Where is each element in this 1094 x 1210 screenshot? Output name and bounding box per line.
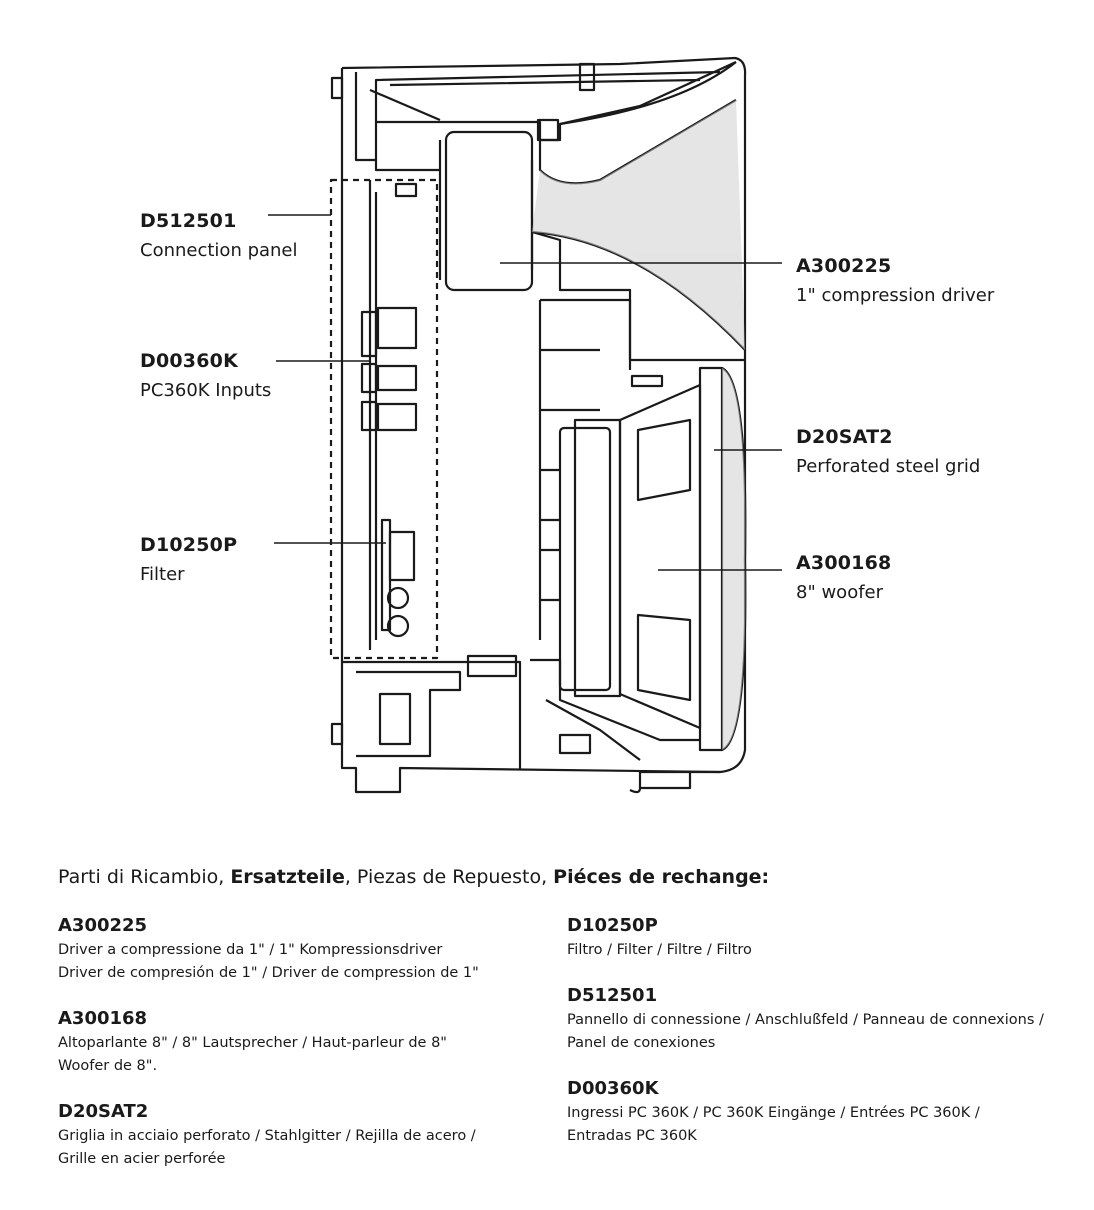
part-desc: Pannello di connessione / Anschlußfeld /…: [567, 1009, 1044, 1055]
callout-desc: Connection panel: [140, 239, 298, 261]
callout-code: D20SAT2: [796, 426, 893, 448]
part-a300168: A300168 Altoparlante 8" / 8" Lautspreche…: [58, 1008, 447, 1078]
cabinet-outline: [340, 56, 747, 794]
part-desc-line: Driver de compresión de 1" / Driver de c…: [58, 965, 479, 981]
callout-grid: D20SAT2 Perforated steel grid: [796, 426, 980, 478]
callout-code: D10250P: [140, 534, 238, 556]
spare-parts-heading: Parti di Ricambio, Ersatzteile, Piezas d…: [58, 866, 769, 888]
callout-code: A300168: [796, 552, 892, 574]
part-code: D10250P: [567, 915, 658, 936]
part-desc-line: Panel de conexiones: [567, 1035, 716, 1051]
heading-es: , Piezas de Repuesto,: [344, 866, 554, 888]
input-jack-2: [360, 362, 378, 394]
part-d20sat2: D20SAT2 Griglia in acciaio perforato / S…: [58, 1101, 476, 1171]
part-desc-line: Ingressi PC 360K / PC 360K Eingänge / En…: [567, 1105, 980, 1121]
heading-it: Parti di Ricambio,: [58, 866, 231, 888]
part-desc-line: Pannello di connessione / Anschlußfeld /…: [567, 1012, 1044, 1028]
part-desc-line: Grille en acier perforée: [58, 1151, 226, 1167]
part-desc: Altoparlante 8" / 8" Lautsprecher / Haut…: [58, 1032, 447, 1078]
part-desc: Griglia in acciaio perforato / Stahlgitt…: [58, 1125, 476, 1171]
callout-desc: Perforated steel grid: [796, 455, 981, 477]
part-d512501: D512501 Pannello di connessione / Anschl…: [567, 985, 1044, 1055]
callout-woofer: A300168 8" woofer: [796, 552, 891, 604]
part-desc-line: Altoparlante 8" / 8" Lautsprecher / Haut…: [58, 1035, 447, 1051]
callout-filter: D10250P Filter: [140, 534, 237, 586]
part-desc: Driver a compressione da 1" / 1" Kompres…: [58, 939, 479, 985]
perforated-grid: [698, 366, 724, 752]
part-code: A300168: [58, 1008, 148, 1029]
part-desc-line: Griglia in acciaio perforato / Stahlgitt…: [58, 1128, 476, 1144]
callout-code: A300225: [796, 255, 892, 277]
part-d10250p: D10250P Filtro / Filter / Filtre / Filtr…: [567, 915, 752, 962]
part-code: D20SAT2: [58, 1101, 149, 1122]
callout-desc: Filter: [140, 563, 185, 585]
woofer-magnet: [558, 426, 612, 692]
speaker-cross-section-diagram: [268, 56, 782, 794]
part-desc-line: Woofer de 8".: [58, 1058, 158, 1074]
part-code: A300225: [58, 915, 148, 936]
part-desc: Filtro / Filter / Filtre / Filtro: [567, 939, 752, 962]
part-desc-line: Filtro / Filter / Filtre / Filtro: [567, 942, 752, 958]
part-a300225: A300225 Driver a compressione da 1" / 1"…: [58, 915, 479, 985]
callout-desc: 1" compression driver: [796, 284, 995, 306]
woofer-cone: [618, 383, 702, 730]
part-code: D00360K: [567, 1078, 659, 1099]
part-code: D512501: [567, 985, 658, 1006]
callout-connection-panel: D512501 Connection panel: [140, 210, 298, 262]
connection-panel-box: [329, 178, 439, 660]
callout-desc: 8" woofer: [796, 581, 884, 603]
callout-code: D00360K: [140, 350, 238, 372]
part-desc: Ingressi PC 360K / PC 360K Eingänge / En…: [567, 1102, 980, 1148]
callout-driver: A300225 1" compression driver: [796, 255, 994, 307]
input-jack-1: [360, 310, 378, 358]
callout-inputs: D00360K PC360K Inputs: [140, 350, 271, 402]
compression-driver-shape: [444, 130, 534, 292]
heading-fr: Piéces de rechange:: [553, 866, 770, 888]
filter-component: [388, 530, 416, 582]
part-desc-line: Driver a compressione da 1" / 1" Kompres…: [58, 942, 443, 958]
heading-de: Ersatzteile: [230, 866, 345, 888]
callout-desc: PC360K Inputs: [140, 379, 272, 401]
callout-code: D512501: [140, 210, 237, 232]
input-jack-3: [360, 400, 378, 432]
part-desc-line: Entradas PC 360K: [567, 1128, 697, 1144]
part-d00360k: D00360K Ingressi PC 360K / PC 360K Eingä…: [567, 1078, 980, 1148]
